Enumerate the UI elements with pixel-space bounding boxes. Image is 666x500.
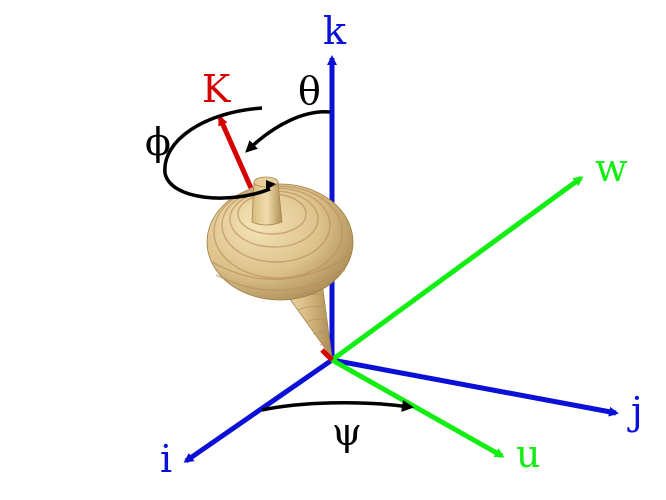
- axis-i: [183, 357, 334, 464]
- axis-j: [331, 357, 619, 417]
- psi-arc: [261, 399, 414, 412]
- label-phi: ϕ: [145, 120, 171, 164]
- axis-w: [330, 175, 584, 363]
- label-k: k: [323, 9, 347, 53]
- phi-arc: [163, 106, 276, 200]
- axis-u: [330, 357, 505, 459]
- axis-K: [217, 115, 334, 362]
- spinning-top: [206, 176, 354, 359]
- label-u: u: [516, 432, 540, 476]
- label-K: K: [202, 67, 231, 111]
- label-i: i: [160, 437, 172, 481]
- label-j: j: [627, 389, 643, 433]
- label-psi: ψ: [332, 410, 362, 454]
- label-theta: θ: [298, 69, 321, 113]
- theta-arc: [245, 110, 331, 153]
- label-w: w: [595, 146, 628, 190]
